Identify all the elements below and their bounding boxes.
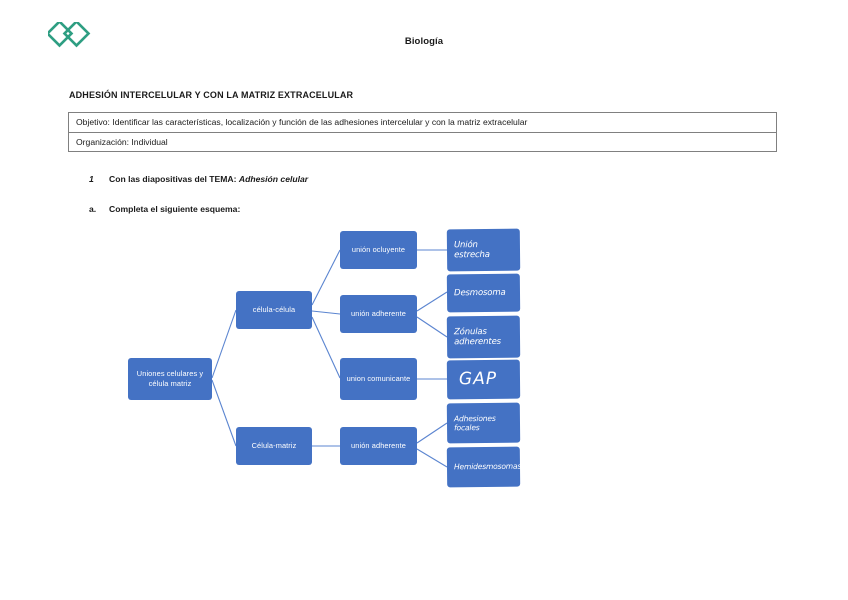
node-union-ocluyente[interactable]: unión ocluyente — [340, 231, 417, 269]
answer-desmosoma[interactable]: Desmosoma — [446, 273, 521, 313]
objective-row: Objetivo: Identificar las característica… — [69, 113, 776, 133]
activity-item-a-letter: a. — [89, 204, 97, 214]
answer-zonulas-adherentes[interactable]: Zónulas adherentes — [446, 315, 521, 359]
node-cell-cell[interactable]: célula-célula — [236, 291, 312, 329]
node-cell-matrix[interactable]: Célula-matriz — [236, 427, 312, 465]
answer-union-estrecha[interactable]: Unión estrecha — [446, 228, 521, 272]
node-union-comunicante[interactable]: union comunicante — [340, 358, 417, 400]
objective-table: Objetivo: Identificar las característica… — [68, 112, 777, 153]
activity-item-1-text: Con las diapositivas del TEMA: — [109, 174, 239, 184]
node-root[interactable]: Uniones celulares y célula matriz — [128, 358, 212, 400]
institution-logo — [45, 19, 94, 60]
activity-item-1-emphasis: Adhesión celular — [238, 174, 309, 184]
activity-item-a: a. Completa el siguiente esquema: — [89, 204, 240, 214]
node-union-adherente-top[interactable]: unión adherente — [340, 295, 417, 333]
page-title: ADHESIÓN INTERCELULAR Y CON LA MATRIZ EX… — [69, 90, 354, 100]
answer-gap[interactable]: GAP — [446, 359, 521, 400]
organization-row: Organización: Individual — [76, 136, 168, 147]
activity-item-1: 1 Con las diapositivas del TEMA: Adhesión… — [89, 174, 308, 184]
subject-header: Biología — [404, 36, 444, 47]
answer-adhesiones-focales[interactable]: Adhesiones focales — [446, 402, 521, 444]
activity-item-1-number: 1 — [89, 174, 94, 184]
answer-hemidesmosomas[interactable]: Hemidesmosomas — [446, 446, 521, 488]
activity-item-a-text: Completa el siguiente esquema: — [109, 204, 241, 214]
node-union-adherente-bottom[interactable]: unión adherente — [340, 427, 417, 465]
